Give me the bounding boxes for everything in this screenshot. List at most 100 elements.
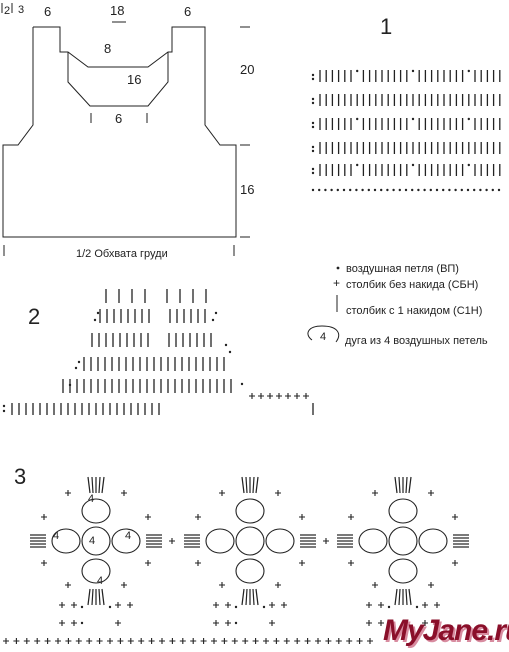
sc-mark — [213, 620, 219, 626]
dc-stitch-mark — [98, 588, 101, 606]
sc-mark — [3, 638, 9, 644]
motif-arc-label-center: 4 — [89, 535, 96, 547]
chain-mark — [96, 311, 100, 315]
motif-petal-arc — [51, 528, 81, 554]
sc-mark — [41, 560, 47, 566]
chain-mark — [423, 188, 426, 192]
motif-petal-arc — [81, 498, 111, 524]
sc-mark — [190, 638, 197, 644]
sc-mark — [378, 620, 384, 626]
chain-mark — [240, 382, 244, 386]
chain-mark — [356, 69, 359, 73]
sc-mark — [65, 490, 71, 496]
sc-mark — [323, 538, 329, 544]
motif-center-ring — [388, 526, 418, 556]
sc-mark — [219, 490, 225, 496]
chain-mark — [442, 188, 445, 192]
width-label-1: 2 — [4, 5, 11, 17]
chain-mark — [398, 188, 401, 192]
sc-mark — [315, 638, 321, 644]
dc-stitch-mark — [98, 476, 101, 494]
sc-mark — [299, 514, 305, 520]
chain-mark — [311, 73, 315, 77]
chain-mark — [466, 188, 470, 192]
dc-stitch-mark — [394, 588, 398, 606]
sc-mark — [452, 514, 458, 520]
chain-mark — [467, 117, 470, 121]
dc-stitch-mark — [91, 476, 94, 494]
dc-stitch-mark — [87, 588, 91, 606]
diagram-3-number: 3 — [14, 464, 27, 489]
chain-mark — [336, 188, 339, 192]
sc-mark — [269, 620, 275, 626]
sc-mark — [267, 393, 273, 399]
chain-mark — [311, 77, 315, 81]
sc-mark — [281, 602, 287, 608]
dc-stitch-mark — [252, 588, 255, 606]
chain-mark — [311, 121, 315, 125]
dc-stitch-mark — [408, 476, 412, 494]
dc-stitch-mark — [405, 588, 408, 606]
chain-mark — [311, 97, 315, 101]
motif-petal-arc — [205, 528, 235, 554]
legend-arc-label: дуга из 4 воздушных петель — [345, 335, 488, 347]
sc-mark — [367, 638, 373, 644]
motif-petal-arc — [358, 528, 388, 554]
sc-mark — [219, 582, 225, 588]
sc-mark — [195, 514, 201, 520]
sc-mark — [65, 638, 72, 644]
sc-mark — [242, 638, 249, 644]
chain-mark — [387, 605, 391, 609]
chain-mark — [415, 605, 419, 609]
dc-stitch-mark — [394, 476, 398, 494]
motif-arc-label-top: 4 — [88, 493, 95, 505]
sc-mark — [366, 620, 372, 626]
sc-mark — [303, 393, 309, 399]
chain-mark — [311, 188, 315, 192]
chain-mark — [211, 318, 215, 322]
sc-mark — [422, 602, 428, 608]
legend-dc-label: столбик с 1 накидом (С1Н) — [346, 305, 483, 317]
chain-mark — [454, 188, 457, 192]
sc-mark — [59, 620, 65, 626]
chain-mark — [262, 605, 266, 609]
neck-label-1: 8 — [104, 41, 112, 56]
sc-mark — [294, 638, 301, 644]
sc-mark — [117, 638, 124, 644]
sc-mark — [145, 514, 151, 520]
neck-label-3: 6 — [115, 111, 123, 126]
sc-mark — [213, 602, 219, 608]
bust-label: 1/2 Обхвата груди — [76, 248, 168, 260]
chain-mark — [460, 188, 463, 192]
sc-mark — [299, 560, 305, 566]
sc-mark — [121, 490, 127, 496]
chain-mark — [356, 117, 359, 121]
dc-stitch-mark — [255, 588, 259, 606]
chain-mark — [311, 149, 315, 153]
sc-mark — [127, 602, 133, 608]
chain-mark — [349, 188, 352, 192]
sc-mark — [138, 638, 145, 644]
sc-mark — [275, 582, 281, 588]
sc-mark — [366, 602, 372, 608]
chain-mark — [367, 188, 370, 192]
motif-petal-arc — [418, 528, 448, 554]
legend-sc-label: столбик без накида (СБН) — [346, 279, 479, 291]
chain-mark — [68, 383, 72, 387]
sc-mark — [169, 538, 175, 544]
chain-mark — [404, 188, 408, 192]
neck-inner-outline — [67, 52, 169, 107]
width-label-5: 6 — [184, 4, 192, 19]
dc-stitch-mark — [255, 476, 259, 494]
chain-mark — [311, 167, 315, 171]
chain-mark — [411, 188, 414, 192]
sc-mark — [225, 620, 231, 626]
sc-mark — [285, 393, 291, 399]
legend-arc-number: 4 — [320, 331, 327, 343]
dc-stitch-mark — [241, 476, 245, 494]
sc-mark — [428, 582, 434, 588]
dc-stitch-mark — [101, 476, 105, 494]
chain-mark — [356, 163, 359, 167]
